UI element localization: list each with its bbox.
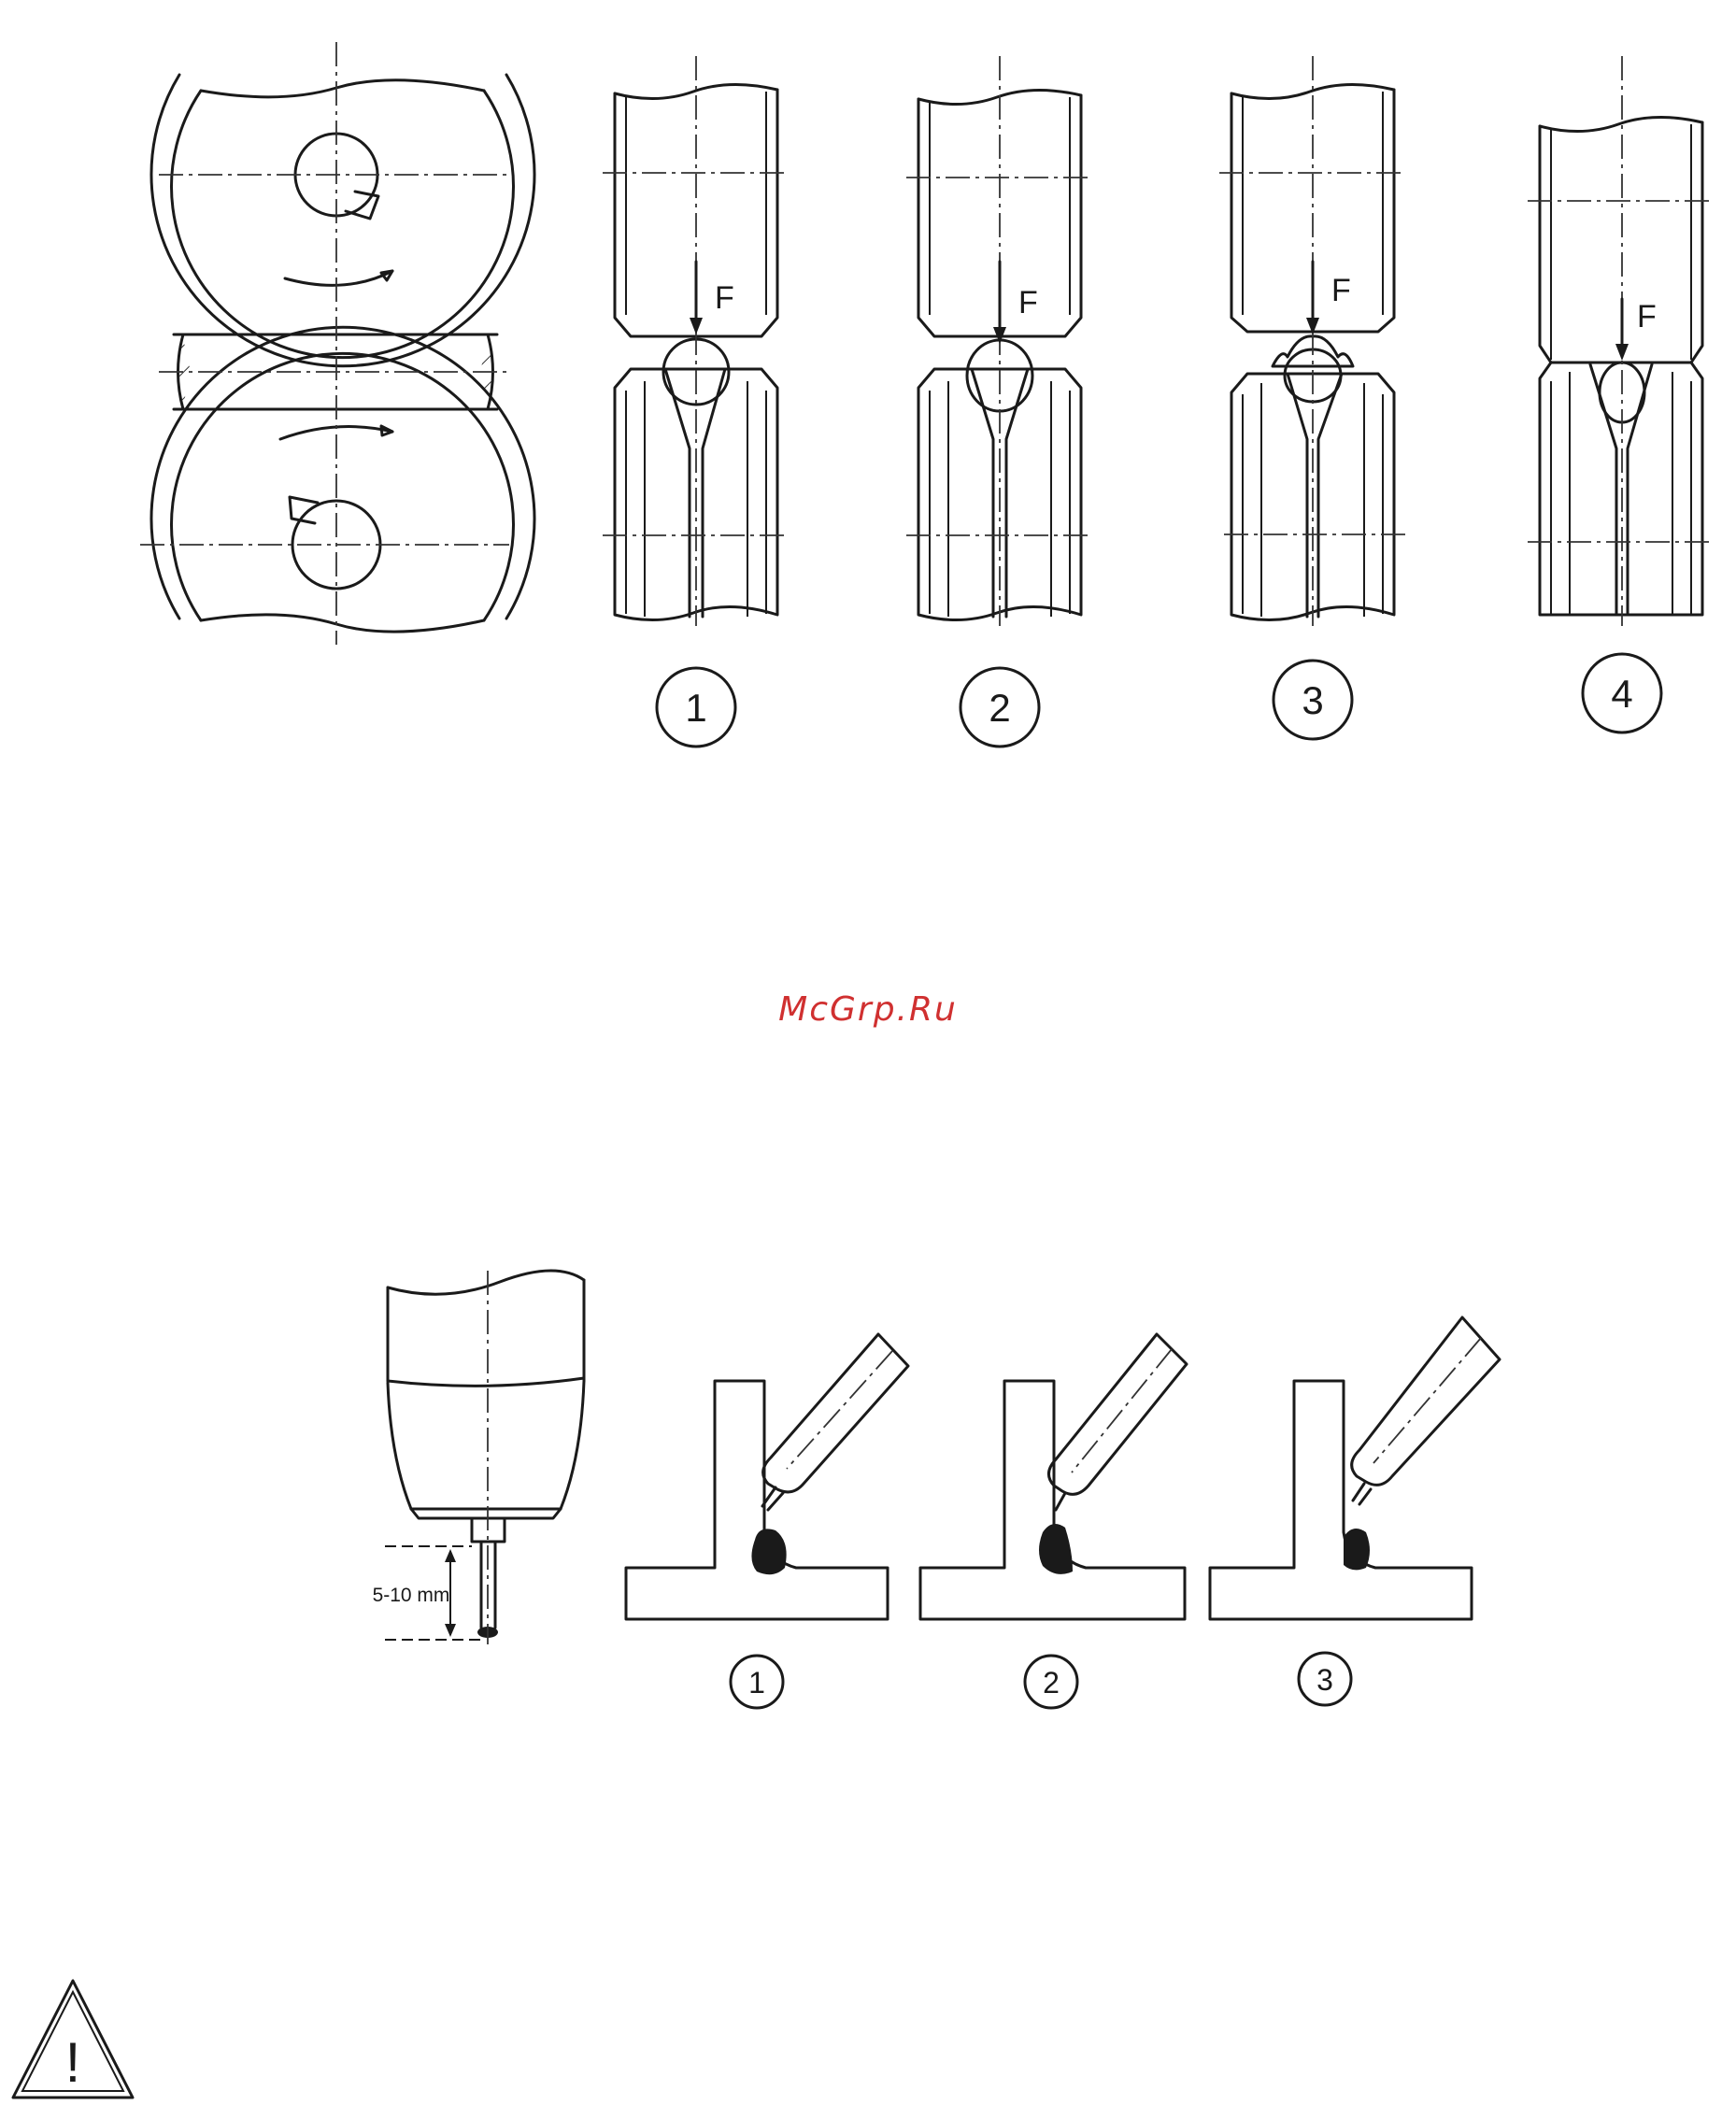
joint-step-number-1: 1 [748, 1666, 765, 1700]
joint-step-number-3: 3 [1316, 1663, 1333, 1697]
warning-symbol: ! [65, 2031, 81, 2094]
step-number-3: 3 [1302, 678, 1323, 722]
step-number-2: 2 [989, 686, 1010, 730]
arc-length-dimension: 5-10 mm [373, 1585, 450, 1606]
step-column-2: F 2 [906, 56, 1093, 747]
step-column-4: F 4 [1528, 56, 1715, 732]
t-joint-3: 3 [1210, 1317, 1500, 1705]
step-number-1: 1 [685, 686, 706, 730]
force-label-4: F [1637, 299, 1657, 334]
t-joint-1: 1 [626, 1334, 908, 1708]
force-label-1: F [715, 280, 734, 316]
electrode-holder: 5-10 mm [373, 1271, 584, 1644]
step-number-4: 4 [1611, 672, 1632, 716]
upper-roller [151, 75, 534, 366]
step-column-1: F 1 [603, 56, 790, 747]
force-label-3: F [1331, 273, 1351, 308]
warning-triangle-icon: ! [13, 1981, 133, 2098]
joint-step-number-2: 2 [1043, 1666, 1060, 1700]
lower-roller [151, 327, 534, 632]
roller-assembly [140, 42, 534, 645]
watermark: McGrp.Ru [0, 990, 1736, 1029]
step-column-3: F 3 [1219, 56, 1406, 739]
t-joint-2: 2 [920, 1334, 1187, 1708]
force-label-2: F [1018, 285, 1038, 320]
